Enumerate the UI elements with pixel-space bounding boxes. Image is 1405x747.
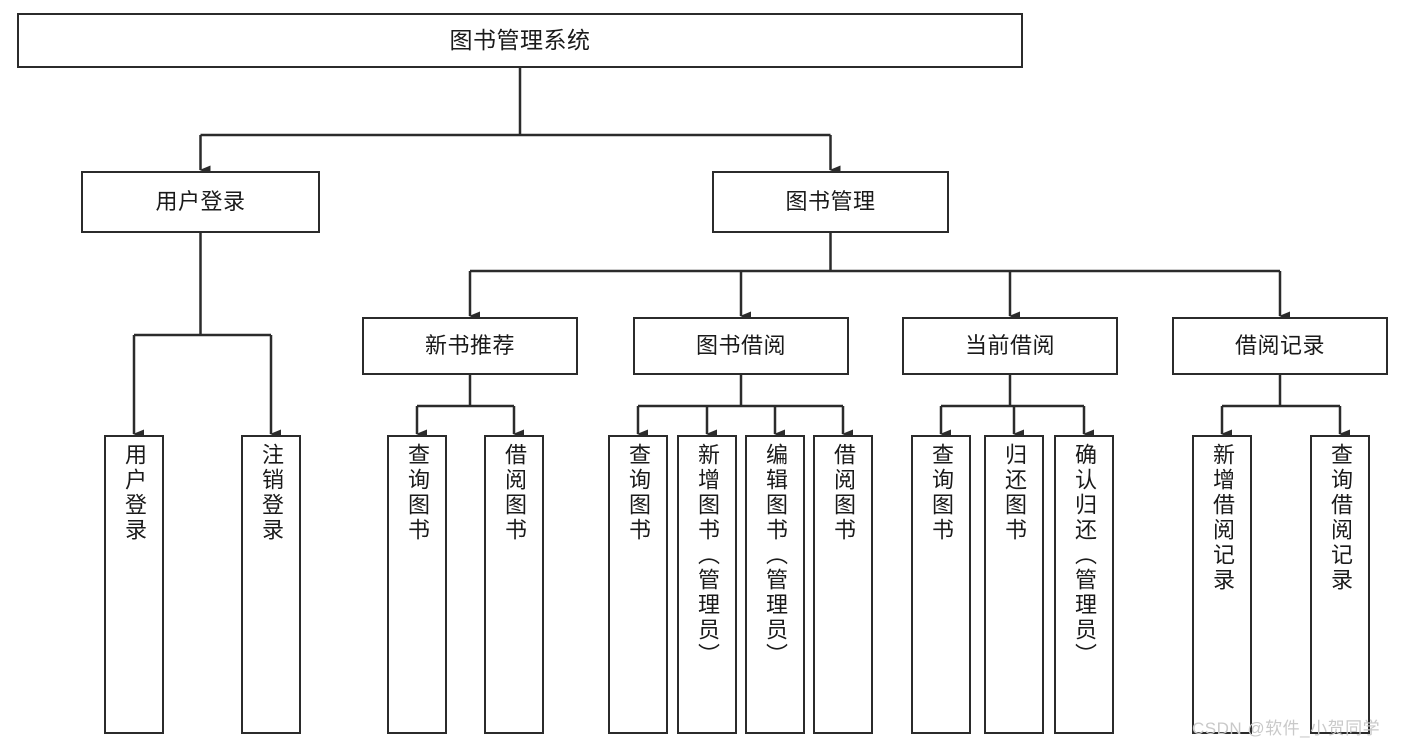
node-r1[interactable]: 新增借阅记录 (1192, 435, 1252, 734)
node-label: 图书借阅 (695, 332, 786, 358)
node-n2[interactable]: 借阅图书 (484, 435, 544, 734)
node-label: 查询借阅记录 (1328, 443, 1353, 593)
node-records[interactable]: 借阅记录 (1172, 317, 1388, 375)
node-current[interactable]: 当前借阅 (902, 317, 1118, 375)
node-login[interactable]: 用户登录 (81, 171, 320, 233)
node-label: 图书管理系统 (449, 26, 591, 53)
node-label: 用户登录 (122, 443, 147, 543)
csdn-watermark: CSDN @软件_小贺同学 (1192, 719, 1381, 738)
node-label: 新书推荐 (424, 332, 515, 358)
node-c3[interactable]: 确认归还（管理员） (1054, 435, 1114, 734)
node-label: 借阅记录 (1234, 332, 1325, 358)
node-label: 借阅图书 (831, 443, 856, 543)
node-b3[interactable]: 编辑图书（管理员） (745, 435, 805, 734)
node-l2[interactable]: 注销登录 (241, 435, 301, 734)
node-label: 确认归还（管理员） (1072, 443, 1097, 668)
node-label: 图书管理 (785, 188, 876, 214)
node-label: 新增借阅记录 (1210, 443, 1235, 593)
node-label: 用户登录 (155, 188, 246, 214)
node-c1[interactable]: 查询图书 (911, 435, 971, 734)
node-l1[interactable]: 用户登录 (104, 435, 164, 734)
node-r2[interactable]: 查询借阅记录 (1310, 435, 1370, 734)
node-b2[interactable]: 新增图书（管理员） (677, 435, 737, 734)
node-root[interactable]: 图书管理系统 (17, 13, 1023, 68)
node-label: 编辑图书（管理员） (763, 443, 788, 668)
node-c2[interactable]: 归还图书 (984, 435, 1044, 734)
node-label: 查询图书 (626, 443, 651, 543)
node-b4[interactable]: 借阅图书 (813, 435, 873, 734)
node-label: 归还图书 (1002, 443, 1027, 543)
node-newbook[interactable]: 新书推荐 (362, 317, 578, 375)
node-b1[interactable]: 查询图书 (608, 435, 668, 734)
node-label: 查询图书 (929, 443, 954, 543)
node-label: 查询图书 (405, 443, 430, 543)
node-label: 注销登录 (259, 443, 284, 543)
node-label: 当前借阅 (964, 332, 1055, 358)
node-n1[interactable]: 查询图书 (387, 435, 447, 734)
node-label: 新增图书（管理员） (695, 443, 720, 668)
node-bookmgmt[interactable]: 图书管理 (712, 171, 949, 233)
node-borrow[interactable]: 图书借阅 (633, 317, 849, 375)
node-label: 借阅图书 (502, 443, 527, 543)
